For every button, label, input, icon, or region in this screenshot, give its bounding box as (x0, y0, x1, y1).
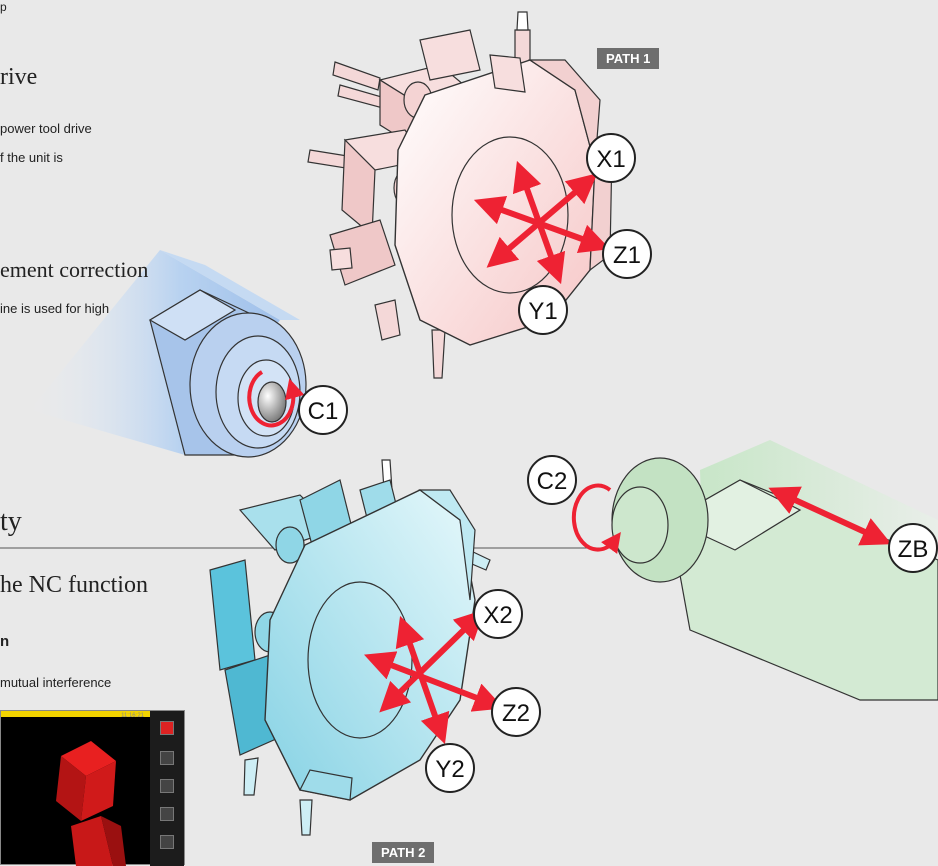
path1-axis-arrows (473, 160, 611, 285)
text-fragment-top: p (0, 0, 7, 14)
screen-title-bar (1, 711, 151, 717)
displacement-text-line1: ine is used for high (0, 301, 110, 316)
view-icon[interactable] (160, 807, 174, 821)
axis-label-zb: ZB (888, 523, 938, 573)
path1-badge: PATH 1 (597, 48, 660, 69)
svg-text:X2: X2 (483, 602, 512, 629)
spindle-2 (571, 440, 938, 701)
svg-text:Z2: Z2 (502, 700, 530, 727)
drive-text-line2: f the unit is (0, 150, 63, 165)
nc-subheading: n (0, 633, 10, 650)
turret-1 (307, 11, 613, 379)
heading-displacement-correction: ement correction (0, 257, 149, 282)
tool-icon[interactable] (160, 751, 174, 765)
path2-axis-arrows (363, 609, 505, 745)
axis-label-x1: X1 (586, 133, 636, 183)
list-icon[interactable] (160, 779, 174, 793)
svg-text:Z1: Z1 (613, 242, 641, 269)
svg-text:X1: X1 (596, 146, 625, 173)
axis-label-y1: Y1 (518, 285, 568, 335)
interference-model (56, 741, 126, 866)
svg-text:Y1: Y1 (528, 298, 557, 325)
axis-label-z2: Z2 (491, 687, 541, 737)
screen-side-panel (150, 711, 184, 866)
axis-label-c2: C2 (527, 455, 577, 505)
svg-text:C2: C2 (537, 468, 568, 495)
heading-drive: rive (0, 64, 38, 90)
axis-label-x2: X2 (473, 589, 523, 639)
path2-badge: PATH 2 (372, 842, 435, 863)
axis-label-y2: Y2 (425, 743, 475, 793)
heading-safety: ty (0, 506, 22, 537)
axis-label-c1: C1 (298, 385, 348, 435)
axis-label-z1: Z1 (602, 229, 652, 279)
spindle-1 (30, 250, 307, 458)
svg-text:Y2: Y2 (435, 756, 464, 783)
svg-text:C1: C1 (308, 398, 339, 425)
screen-clock: 11:16:21 (121, 713, 144, 719)
nc-screen-thumbnail: 11:16:21 (0, 710, 185, 866)
alarm-icon[interactable] (160, 721, 174, 735)
drive-text-line1: power tool drive (0, 121, 92, 136)
svg-text:ZB: ZB (898, 536, 929, 563)
nc-text-line1: mutual interference (0, 675, 112, 690)
edit-icon[interactable] (160, 835, 174, 849)
heading-nc-function: he NC function (0, 572, 148, 598)
